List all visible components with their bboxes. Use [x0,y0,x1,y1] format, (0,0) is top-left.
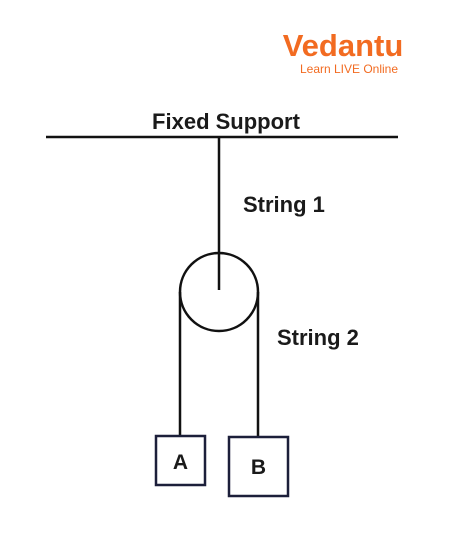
string-1-label: String 1 [243,192,325,217]
block-a [154,434,207,487]
logo-tagline: Learn LIVE Online [300,62,398,76]
fixed-support-label: Fixed Support [152,109,301,134]
block-b [227,435,290,498]
logo-brand: Vedantu [283,28,404,63]
string-2-label: String 2 [277,325,359,350]
vedantu-logo: Vedantu Learn LIVE Online [283,28,404,76]
block-a-label: A [173,451,188,474]
block-b-label: B [251,456,266,479]
